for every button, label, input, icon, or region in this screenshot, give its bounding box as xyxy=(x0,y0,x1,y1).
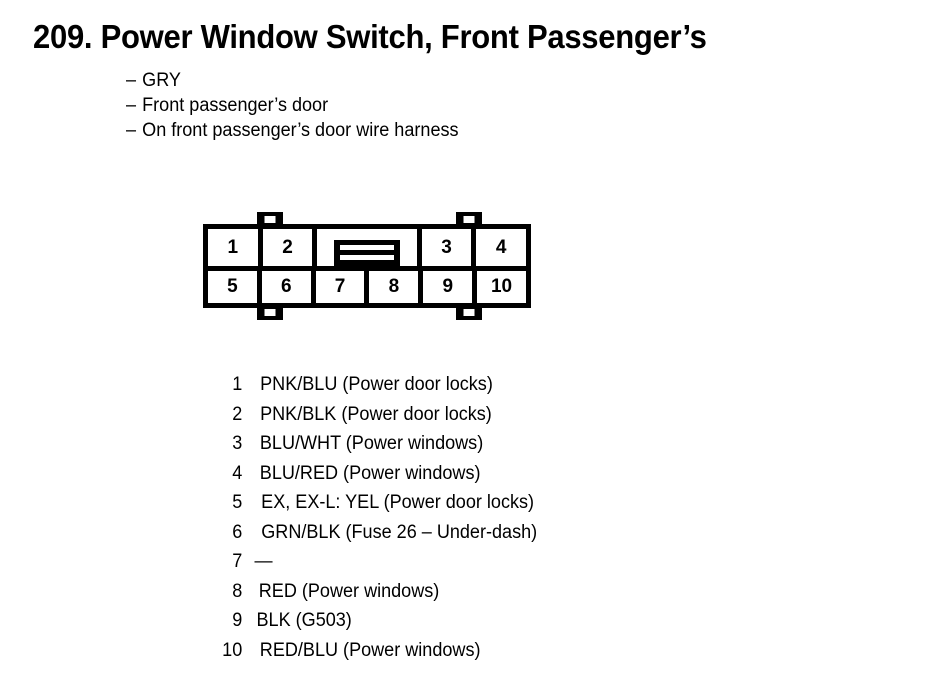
bullet-dash-icon: – xyxy=(126,95,137,116)
pin-legend-row: 8 RED (Power windows) xyxy=(213,581,544,611)
locking-tab-top-right-icon xyxy=(456,212,482,229)
locking-tab-top-left-icon xyxy=(257,212,283,229)
page-title: 209. Power Window Switch, Front Passenge… xyxy=(33,18,707,55)
pin-number: 5 xyxy=(232,492,243,513)
connector-pin-cell-9: 9 xyxy=(418,271,472,303)
center-keyway-icon xyxy=(334,240,400,266)
connector-pin-cell-4: 4 xyxy=(471,229,526,266)
pin-description: BLU/WHT (Power windows) xyxy=(259,433,484,454)
tab-notch xyxy=(463,216,475,223)
connector-top-row: 1 2 3 4 xyxy=(208,229,526,266)
connector-pin-cell-6: 6 xyxy=(256,271,311,303)
pin-number: 4 xyxy=(232,462,243,484)
keyway-slot xyxy=(340,245,394,250)
connector-pin-cell-5: 5 xyxy=(227,276,238,297)
bullet-dash-icon: – xyxy=(126,120,137,141)
pin-legend-row: 3 BLU/WHT (Power windows) xyxy=(213,433,544,463)
pin-description: PNK/BLU (Power door locks) xyxy=(260,374,493,395)
connector-pin-cell-1: 1 xyxy=(227,236,239,258)
subtitle-item-location: –Front passenger’s door xyxy=(126,93,459,118)
connector-pin-cell-3: 3 xyxy=(416,229,472,266)
pin-description: RED (Power windows) xyxy=(258,580,440,602)
pin-legend-row: 9 BLK (G503) xyxy=(213,610,544,640)
tab-notch xyxy=(463,309,475,316)
subtitle-list: –GRY –Front passenger’s door –On front p… xyxy=(126,68,476,143)
pin-number: 3 xyxy=(232,433,243,454)
subtitle-item-label: Front passenger’s door xyxy=(142,95,329,116)
pin-number: 6 xyxy=(232,521,243,543)
pin-legend-row: 7 — xyxy=(213,551,544,581)
pin-description: RED/BLU (Power windows) xyxy=(259,639,481,661)
connector-pin-cell-2: 2 xyxy=(257,229,313,266)
tab-notch xyxy=(264,216,276,223)
connector-pin-cell-7: 7 xyxy=(310,271,365,303)
pin-number: 10 xyxy=(222,639,243,661)
connector-keyway-cell xyxy=(312,229,416,266)
pin-legend-list: 1 PNK/BLU (Power door locks) 2 PNK/BLK (… xyxy=(213,374,544,669)
pin-legend-row: 5 EX, EX-L: YEL (Power door locks) xyxy=(213,492,544,522)
pin-description: EX, EX-L: YEL (Power door locks) xyxy=(261,492,535,513)
pin-number: 9 xyxy=(232,610,243,631)
pin-description: — xyxy=(254,551,273,572)
pin-legend-row: 6 GRN/BLK (Fuse 26 – Under-dash) xyxy=(213,522,544,552)
subtitle-item-label: On front passenger’s door wire harness xyxy=(142,120,459,141)
pin-number: 7 xyxy=(232,551,243,572)
subtitle-item-color: –GRY xyxy=(126,68,459,93)
pin-description: PNK/BLK (Power door locks) xyxy=(260,403,492,425)
pin-description: BLU/RED (Power windows) xyxy=(259,462,481,484)
connector-pin-cell-8: 8 xyxy=(364,271,418,303)
subtitle-item-harness: –On front passenger’s door wire harness xyxy=(126,118,459,143)
pin-legend-row: 2 PNK/BLK (Power door locks) xyxy=(213,404,544,434)
subtitle-item-label: GRY xyxy=(142,70,181,91)
bullet-dash-icon: – xyxy=(126,70,137,91)
pin-legend-row: 1 PNK/BLU (Power door locks) xyxy=(213,374,544,404)
pin-legend-row: 4 BLU/RED (Power windows) xyxy=(213,463,544,493)
keyway-slot xyxy=(340,255,394,260)
tab-notch xyxy=(264,309,276,316)
connector-bottom-row: 5 6 7 8 9 10 xyxy=(208,266,526,303)
locking-tab-bottom-left-icon xyxy=(257,303,283,320)
connector-pin-cell-10: 10 xyxy=(472,271,526,303)
connector-diagram: 1 2 3 4 5 6 7 8 9 10 xyxy=(203,212,531,320)
pin-number: 8 xyxy=(232,580,243,602)
pin-number: 1 xyxy=(232,374,243,395)
pin-number: 2 xyxy=(232,403,243,425)
pin-description: BLK (G503) xyxy=(256,610,352,631)
pin-description: GRN/BLK (Fuse 26 – Under-dash) xyxy=(261,521,538,543)
pin-legend-row: 10 RED/BLU (Power windows) xyxy=(213,640,544,670)
locking-tab-bottom-right-icon xyxy=(456,303,482,320)
